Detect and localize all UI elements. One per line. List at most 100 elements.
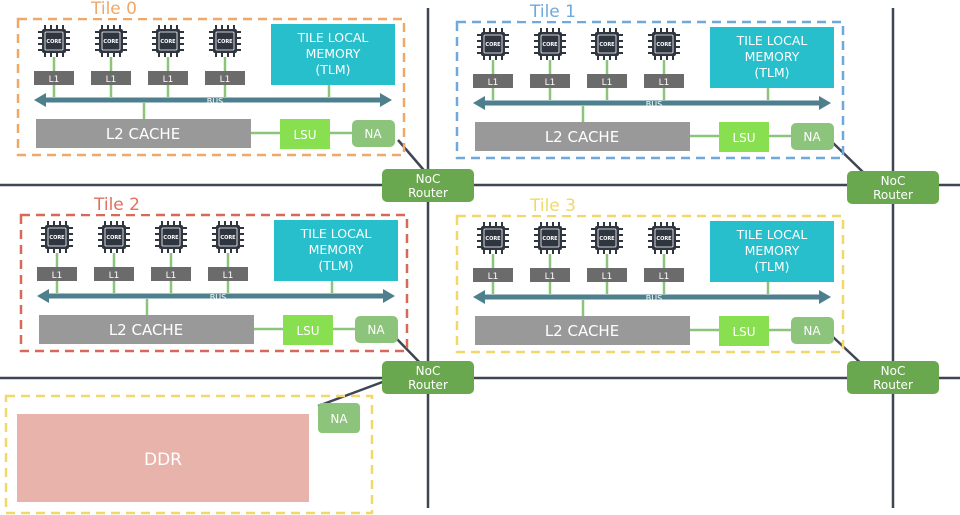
l1-label: L1 <box>109 271 120 281</box>
router-label-line: NoC <box>881 364 906 378</box>
core-label: CORE <box>599 236 615 242</box>
core-pin <box>540 28 542 32</box>
core-pin <box>47 249 49 253</box>
core-pin <box>591 46 595 48</box>
tile-title-backing <box>83 196 153 214</box>
network-adapter <box>355 316 398 343</box>
cpu-core-icon: CORE <box>155 221 187 253</box>
core-pin <box>615 28 617 32</box>
bus-arrowhead-left <box>473 290 485 304</box>
core-pin <box>648 34 652 36</box>
core-pin <box>603 56 605 60</box>
core-pin <box>183 227 187 229</box>
core-pin <box>562 46 566 48</box>
ddr-block: DDR NA <box>4 394 374 515</box>
tlm-label-line: (TLM) <box>318 258 353 273</box>
core-pin <box>38 37 42 39</box>
core-pin <box>69 245 73 247</box>
core-pin <box>152 49 156 51</box>
core-pin <box>676 246 680 248</box>
core-pin <box>672 56 674 60</box>
core-pin <box>183 245 187 247</box>
core-pin <box>648 246 652 248</box>
cpu-core-icon: CORE <box>477 222 509 254</box>
core-pin <box>534 46 538 48</box>
continuation-dots: · · <box>941 178 952 192</box>
core-pin <box>654 250 656 254</box>
core-pin <box>505 34 509 36</box>
core-pin <box>648 40 652 42</box>
noc-router: NoC Router <box>382 169 474 202</box>
core-pin <box>648 46 652 48</box>
cpu-core-icon: CORE <box>534 28 566 60</box>
core-pin <box>660 222 662 226</box>
core-pin <box>619 234 623 236</box>
core-pin <box>152 31 156 33</box>
cpu-core-icon: CORE <box>477 28 509 60</box>
core-pin <box>101 53 103 57</box>
core-pin <box>546 250 548 254</box>
core-pin <box>619 228 623 230</box>
bus-label: BUS <box>646 294 662 303</box>
core-body <box>595 226 619 250</box>
core-label: CORE <box>46 39 62 45</box>
core-pin <box>152 37 156 39</box>
core-die <box>654 34 674 54</box>
core-pin <box>495 28 497 32</box>
core-pin <box>501 222 503 226</box>
l1-cache <box>644 268 684 282</box>
cpu-core-icon: CORE <box>534 222 566 254</box>
l1-cache <box>205 71 245 85</box>
core-pin <box>505 46 509 48</box>
core-pin <box>237 31 241 33</box>
core-pin <box>483 250 485 254</box>
core-pin <box>155 245 159 247</box>
core-die <box>47 227 67 247</box>
core-pin <box>227 53 229 57</box>
core-body <box>216 225 240 249</box>
network-adapter <box>791 317 834 344</box>
core-pin <box>62 25 64 29</box>
core-pin <box>562 40 566 42</box>
cpu-core-icon: CORE <box>648 28 680 60</box>
l1-label: L1 <box>545 78 556 88</box>
core-pin <box>161 221 163 225</box>
core-die <box>597 34 617 54</box>
noc-routers: NoC Router NoC Router NoC Router NoC Rou… <box>382 169 939 394</box>
na-router-link <box>829 139 867 176</box>
core-body <box>159 225 183 249</box>
bus-arrowhead-right <box>819 96 831 110</box>
core-pin <box>603 250 605 254</box>
core-pin <box>591 234 595 236</box>
core-pin <box>552 28 554 32</box>
core-pin <box>477 40 481 42</box>
bus-arrowhead-left <box>473 96 485 110</box>
core-pin <box>676 228 680 230</box>
cpu-core-icon: CORE <box>98 221 130 253</box>
core-pin <box>167 221 169 225</box>
core-pin <box>489 28 491 32</box>
core-pin <box>654 28 656 32</box>
core-pin <box>155 233 159 235</box>
core-pin <box>180 37 184 39</box>
core-pin <box>483 56 485 60</box>
core-pin <box>123 43 127 45</box>
core-pin <box>676 40 680 42</box>
cpu-core-icon: CORE <box>95 25 127 57</box>
na-label: NA <box>803 324 821 338</box>
core-body <box>481 226 505 250</box>
core-body <box>652 32 676 56</box>
core-die <box>158 31 178 51</box>
core-pin <box>104 221 106 225</box>
core-pin <box>167 249 169 253</box>
core-pin <box>123 49 127 51</box>
core-pin <box>116 249 118 253</box>
core-pin <box>558 250 560 254</box>
core-pin <box>240 233 244 235</box>
core-pin <box>540 56 542 60</box>
core-pin <box>53 221 55 225</box>
router-label-line: NoC <box>416 364 441 378</box>
core-pin <box>176 25 178 29</box>
core-pin <box>609 28 611 32</box>
